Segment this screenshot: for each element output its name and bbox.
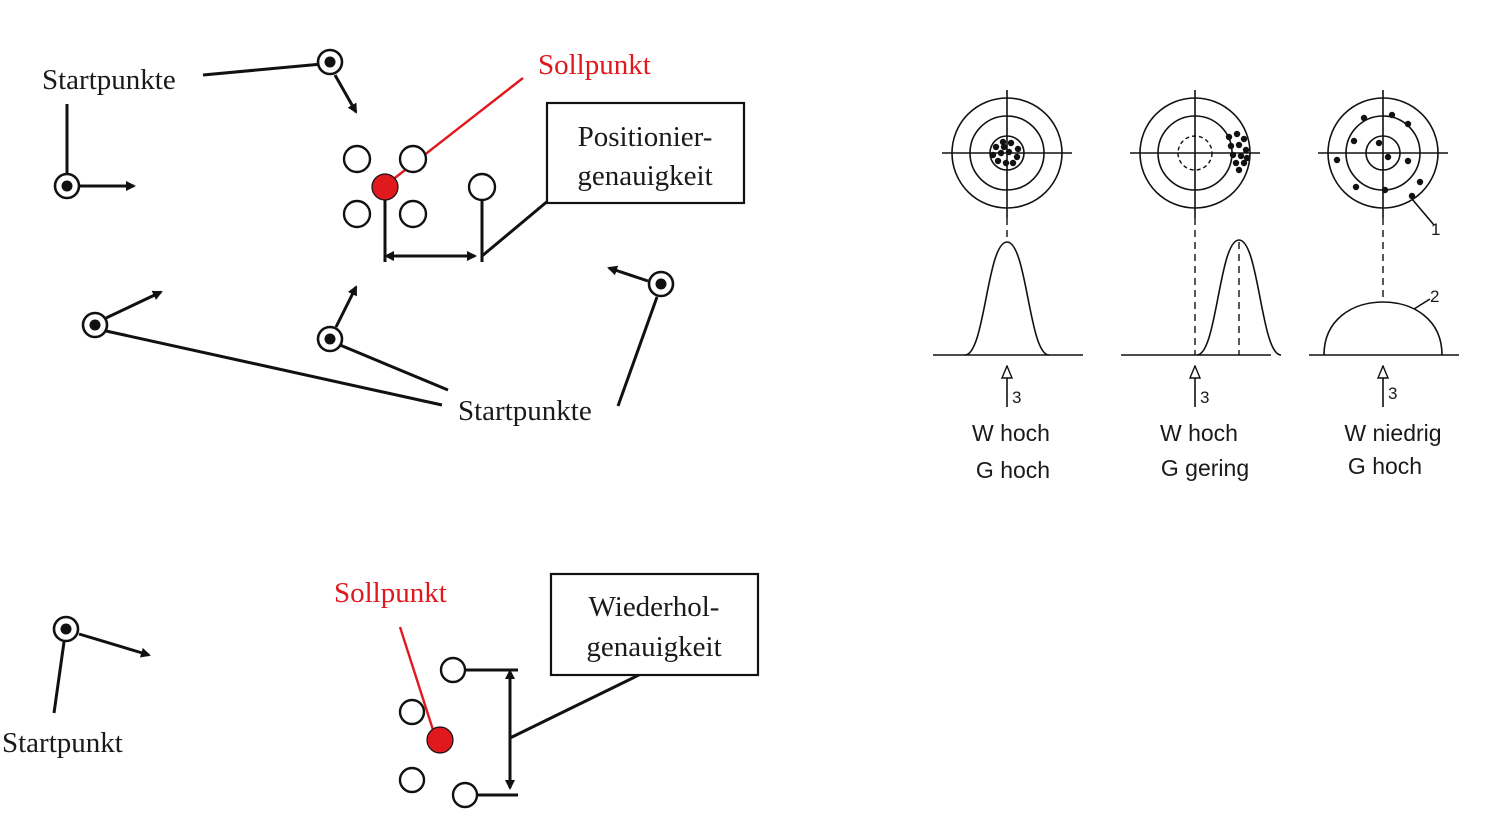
start-point-marker xyxy=(647,270,675,298)
target-ring-inner xyxy=(1365,135,1401,171)
target-value-marker: 3 xyxy=(1012,388,1021,407)
target-case-2: 3 W hoch G gering xyxy=(1121,90,1282,481)
shot-scatter xyxy=(1333,111,1424,200)
target-ring-inner xyxy=(989,135,1025,171)
start-point-marker xyxy=(316,48,344,76)
repeatability-box xyxy=(549,572,760,677)
target-ring-middle xyxy=(969,115,1045,191)
repeatability-panel: Startpunkt Sollpunkt Wiederhol- genauigk… xyxy=(2,572,760,809)
repeatability-line1: Wiederhol- xyxy=(589,591,720,623)
approach-arrow xyxy=(334,285,358,328)
callout-ring-label: 1 xyxy=(1431,220,1440,239)
distribution-curve xyxy=(964,241,1050,356)
distribution-curve xyxy=(1196,239,1282,356)
leader-line xyxy=(339,343,449,392)
positioning-accuracy-panel: Startpunkte Sollpunkt Positi xyxy=(42,48,746,427)
hole-marker xyxy=(342,199,372,229)
target-ring-outer xyxy=(1139,97,1251,209)
target-ring-inner xyxy=(1177,135,1213,171)
callout-line xyxy=(1413,298,1431,310)
target-ring-outer xyxy=(1327,97,1439,209)
approach-arrow xyxy=(105,290,163,320)
target-case-1: 3 W hoch G hoch xyxy=(933,90,1083,483)
start-point-label: Startpunkt xyxy=(2,727,123,759)
box-leader-line xyxy=(481,198,550,258)
target-point-label: Sollpunkt xyxy=(334,577,447,609)
positioning-accuracy-line1: Positionier- xyxy=(578,121,713,153)
hole-marker xyxy=(398,144,428,174)
mean-position-marker xyxy=(467,172,497,202)
callout-line xyxy=(1411,198,1435,226)
hole-marker xyxy=(398,766,426,794)
case-1-line2: G hoch xyxy=(976,457,1050,483)
positioning-accuracy-box xyxy=(545,101,746,205)
hole-marker xyxy=(398,698,426,726)
case-3-line1: W niedrig xyxy=(1344,420,1441,446)
target-ring-outer xyxy=(951,97,1063,209)
approach-arrow xyxy=(78,632,151,658)
hole-marker xyxy=(398,199,428,229)
target-value-marker: 3 xyxy=(1388,384,1397,403)
box-leader-line xyxy=(509,670,646,740)
leader-line xyxy=(105,329,443,407)
start-point-marker xyxy=(52,615,80,643)
approach-arrow xyxy=(607,265,649,283)
shot-cluster xyxy=(1225,130,1251,174)
target-point xyxy=(371,173,399,201)
leader-line xyxy=(202,62,323,77)
approach-arrow xyxy=(333,74,358,114)
start-point-marker xyxy=(81,311,109,339)
leader-line xyxy=(52,641,66,714)
case-2-line2: G gering xyxy=(1161,455,1249,481)
hole-marker xyxy=(439,656,467,684)
target-leader-line xyxy=(398,626,436,734)
start-points-label-bottom: Startpunkte xyxy=(458,395,592,427)
target-schematics-panel: 3 W hoch G hoch 3 W hoch G gering xyxy=(933,90,1459,483)
start-point-marker xyxy=(53,172,81,200)
positioning-accuracy-line2: genauigkeit xyxy=(577,160,712,192)
case-3-line2: G hoch xyxy=(1348,453,1422,479)
target-case-3: 1 2 3 W niedrig G hoch xyxy=(1309,90,1459,479)
leader-line xyxy=(616,296,659,407)
target-point xyxy=(426,726,454,754)
repeatability-line2: genauigkeit xyxy=(586,631,721,663)
callout-curve-label: 2 xyxy=(1430,287,1439,306)
hole-marker xyxy=(451,781,479,809)
start-points-label-top: Startpunkte xyxy=(42,64,176,96)
case-1-line1: W hoch xyxy=(972,420,1050,446)
case-2-line1: W hoch xyxy=(1160,420,1238,446)
hole-marker xyxy=(342,144,372,174)
start-point-marker xyxy=(316,325,344,353)
distribution-curve xyxy=(1323,301,1443,356)
shot-cluster xyxy=(989,138,1022,167)
target-point-label: Sollpunkt xyxy=(538,49,651,81)
target-value-marker: 3 xyxy=(1200,388,1209,407)
